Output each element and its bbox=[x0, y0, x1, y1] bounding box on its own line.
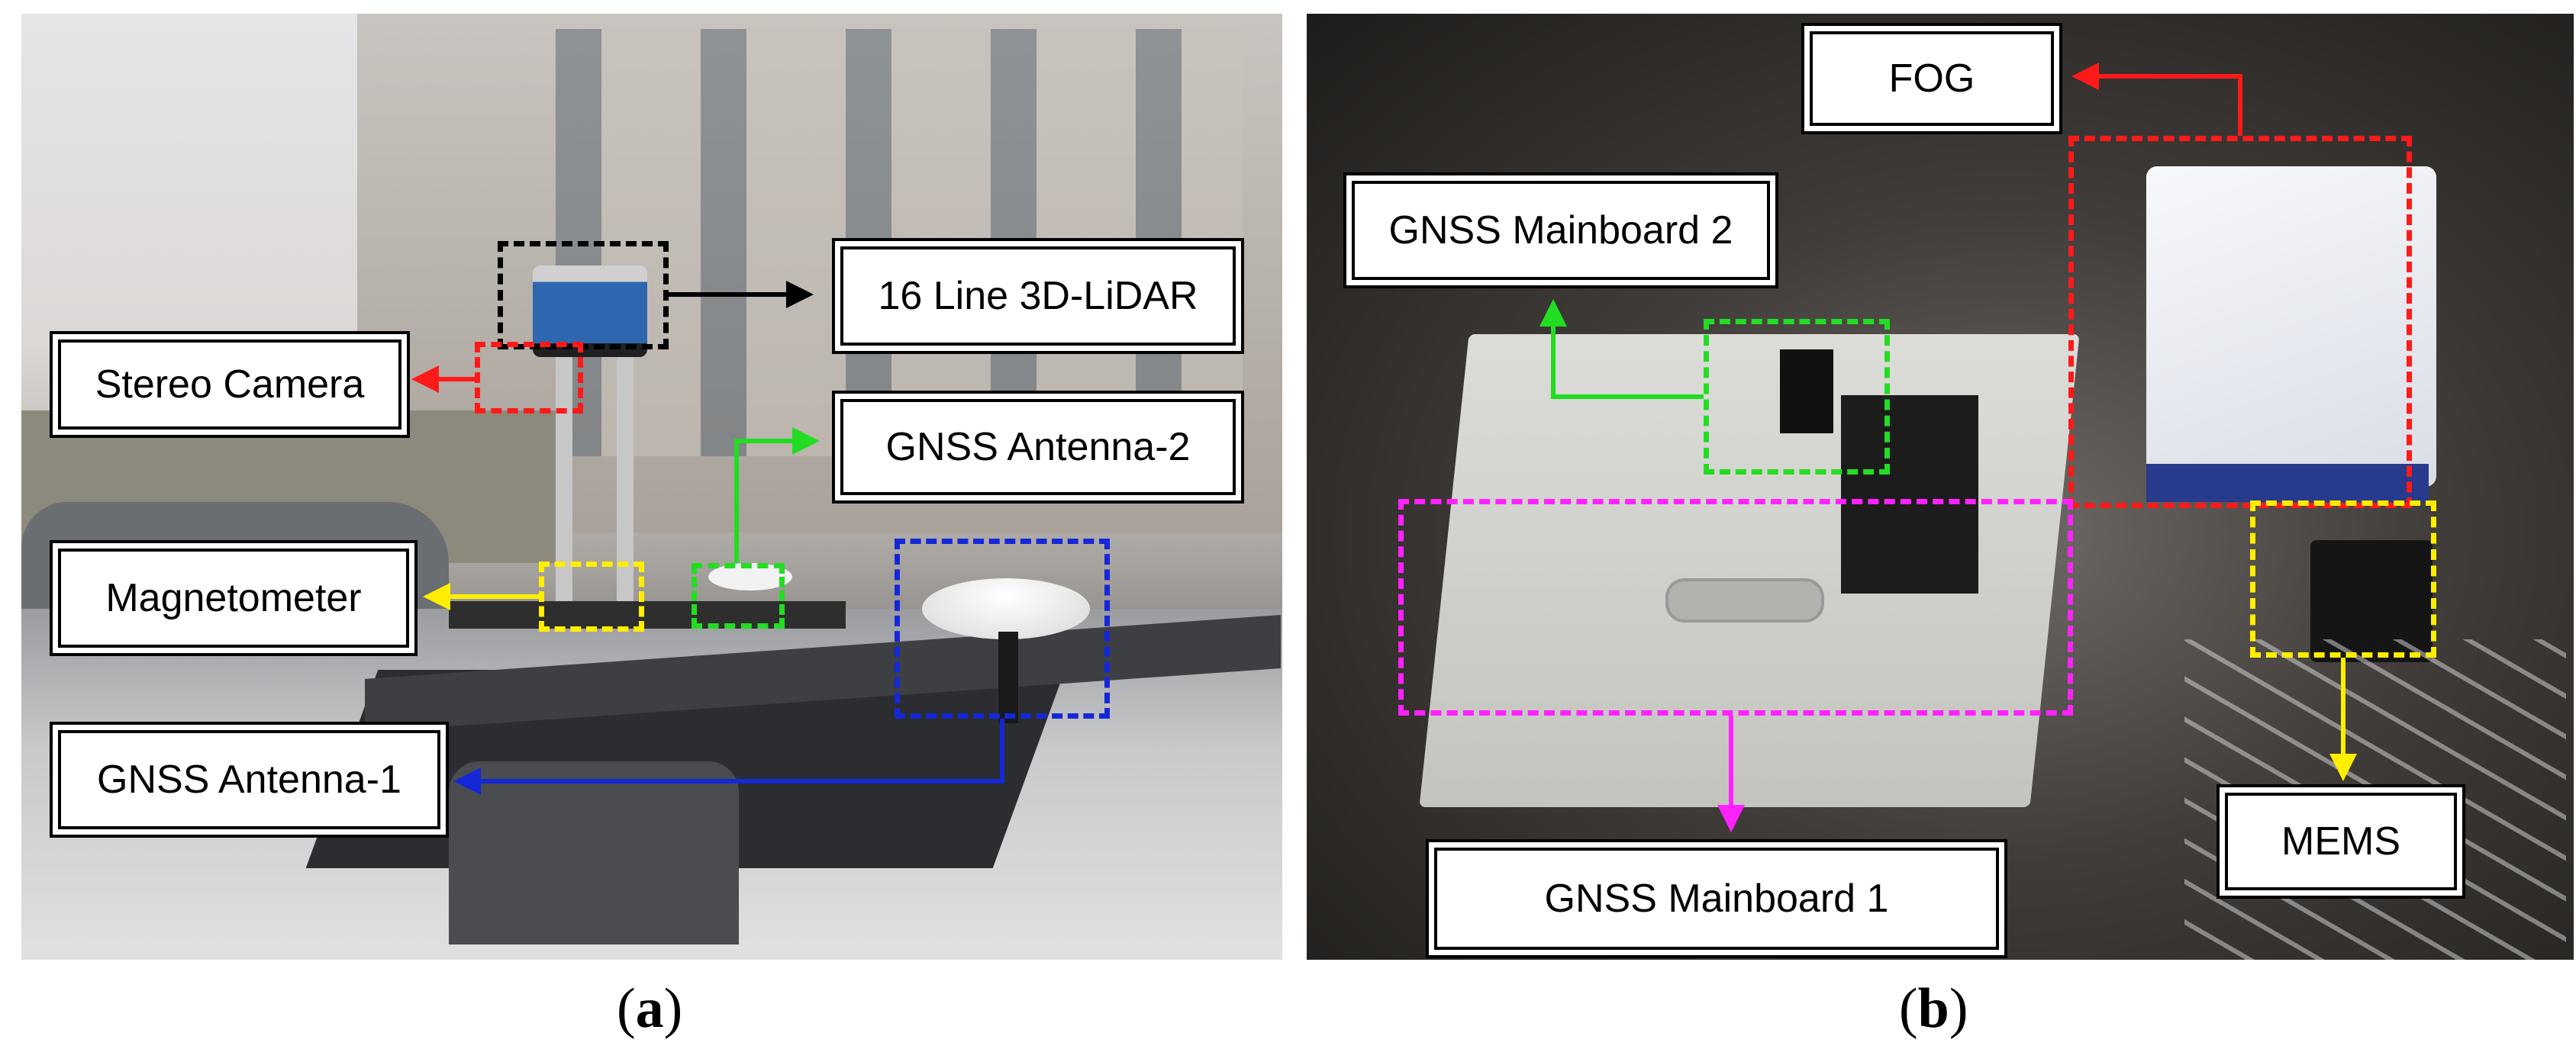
label-fog: FOG bbox=[1801, 23, 2062, 134]
case-window bbox=[1841, 395, 1978, 594]
mainboard2-highlight-box bbox=[1704, 319, 1890, 475]
rig-pole-right bbox=[617, 357, 634, 609]
antenna1-highlight-box bbox=[895, 539, 1110, 719]
lidar-highlight-box bbox=[498, 241, 669, 349]
fog-unit bbox=[2146, 166, 2436, 487]
gnss-antenna-1-mast bbox=[998, 632, 1018, 723]
label-gnss-mainboard-1: GNSS Mainboard 1 bbox=[1426, 839, 2007, 958]
antenna2-highlight-box bbox=[692, 563, 785, 629]
mainboard1-highlight-box bbox=[1398, 499, 2073, 716]
label-gnss-antenna-1: GNSS Antenna-1 bbox=[50, 722, 449, 838]
roof-rail-foot bbox=[449, 761, 739, 944]
fog-highlight-box bbox=[2068, 136, 2412, 508]
label-mems: MEMS bbox=[2217, 784, 2465, 899]
caption-b: (b) bbox=[1899, 977, 1968, 1040]
magnetometer-highlight-box bbox=[539, 562, 644, 632]
label-gnss-mainboard-2: GNSS Mainboard 2 bbox=[1343, 172, 1778, 288]
rig-base-plate bbox=[449, 601, 846, 629]
gnss-antenna-1-dish bbox=[922, 578, 1090, 639]
fog-base bbox=[2146, 464, 2429, 502]
stereo-camera-highlight-box bbox=[475, 342, 583, 413]
label-lidar: 16 Line 3D-LiDAR bbox=[832, 238, 1244, 354]
label-stereo-camera: Stereo Camera bbox=[50, 331, 410, 438]
label-magnetometer: Magnetometer bbox=[50, 540, 418, 656]
rig-pole-left bbox=[556, 357, 572, 609]
caption-a: (a) bbox=[617, 977, 683, 1040]
label-gnss-antenna-2: GNSS Antenna-2 bbox=[832, 391, 1244, 504]
mems-highlight-box bbox=[2250, 500, 2436, 658]
case-handle bbox=[1665, 578, 1824, 623]
mainboard-2-board bbox=[1780, 349, 1833, 433]
